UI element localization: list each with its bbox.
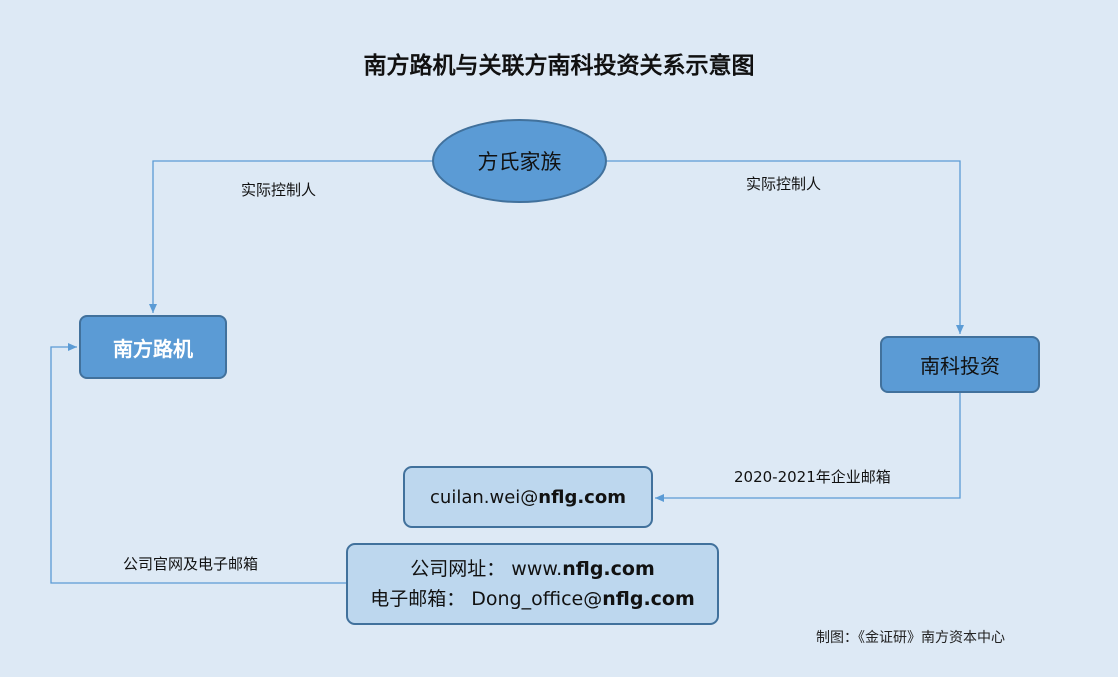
office-email-domain: nflg.com xyxy=(602,588,695,610)
office-email-line: 电子邮箱： Dong_office@nflg.com xyxy=(370,584,695,614)
website-line: 公司网址： www.nflg.com xyxy=(410,554,655,584)
node-nflg: 南方路机 xyxy=(79,315,227,379)
node-family: 方氏家族 xyxy=(432,119,607,203)
edge-label-right: 实际控制人 xyxy=(746,175,822,193)
edge-label-left: 实际控制人 xyxy=(241,181,317,199)
email-prefix: cuilan.wei@ xyxy=(430,486,539,508)
node-nkt: 南科投资 xyxy=(880,336,1040,393)
edge-label-site: 公司官网及电子邮箱 xyxy=(123,555,259,573)
website-prefix: 公司网址： www. xyxy=(410,558,563,580)
node-email: cuilan.wei@nflg.com xyxy=(403,466,653,528)
diagram-title: 南方路机与关联方南科投资关系示意图 xyxy=(363,53,755,79)
edge-family-to-nkt xyxy=(607,160,964,334)
email-domain: nflg.com xyxy=(538,486,626,508)
credit-text: 制图：《金证研》南方资本中心 xyxy=(816,630,1005,646)
edge-nkt-to-email xyxy=(655,393,961,502)
edge-label-email: 2020-2021年企业邮箱 xyxy=(734,468,891,486)
node-website-email: 公司网址： www.nflg.com 电子邮箱： Dong_office@nfl… xyxy=(346,543,719,625)
edge-site-to-nflg xyxy=(50,343,346,584)
edge-family-to-nflg xyxy=(149,160,432,313)
website-domain: nflg.com xyxy=(562,558,655,580)
office-email-prefix: 电子邮箱： Dong_office@ xyxy=(370,588,603,610)
